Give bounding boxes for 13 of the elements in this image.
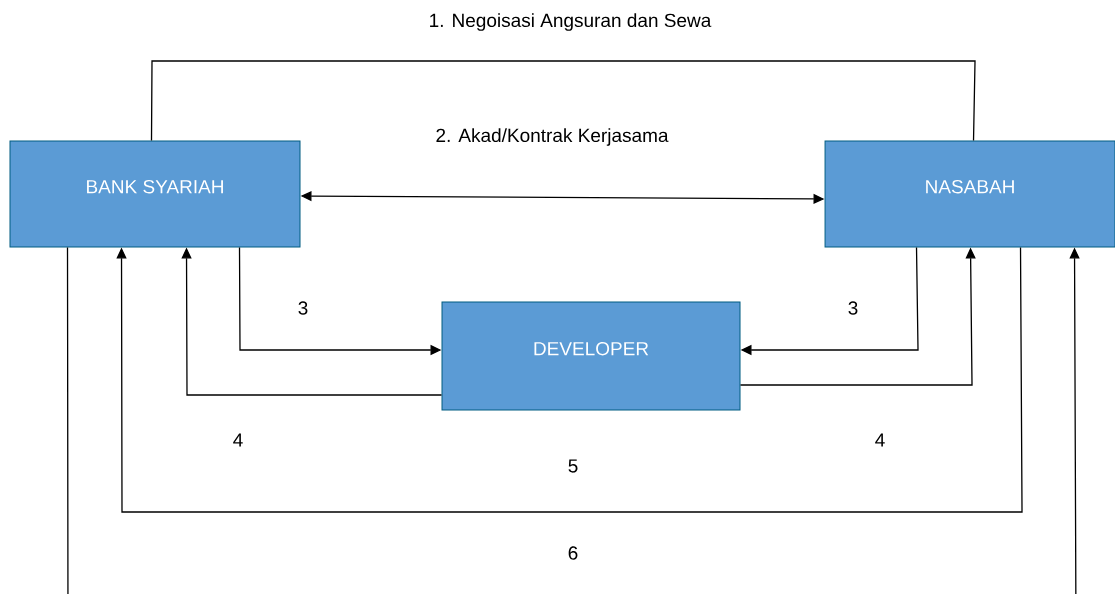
edge-label: 3 (845, 299, 861, 317)
arrow (66, 246, 1080, 594)
edge-label: 1. Negoisasi Angsuran dan Sewa (426, 11, 714, 33)
edge-label: 2. Akad/Kontrak Kerjasama (433, 126, 671, 148)
process-box: BANK SYARIAH (9, 140, 301, 248)
edge-label: 3 (295, 299, 311, 317)
edge-label: 6 (565, 544, 581, 562)
edge-label: 4 (230, 431, 246, 449)
edge-label: 4 (872, 431, 888, 449)
arrow (116, 246, 1023, 513)
edge-label: 5 (565, 457, 581, 475)
process-box: DEVELOPER (441, 301, 741, 411)
process-box: NASABAH (824, 140, 1115, 248)
